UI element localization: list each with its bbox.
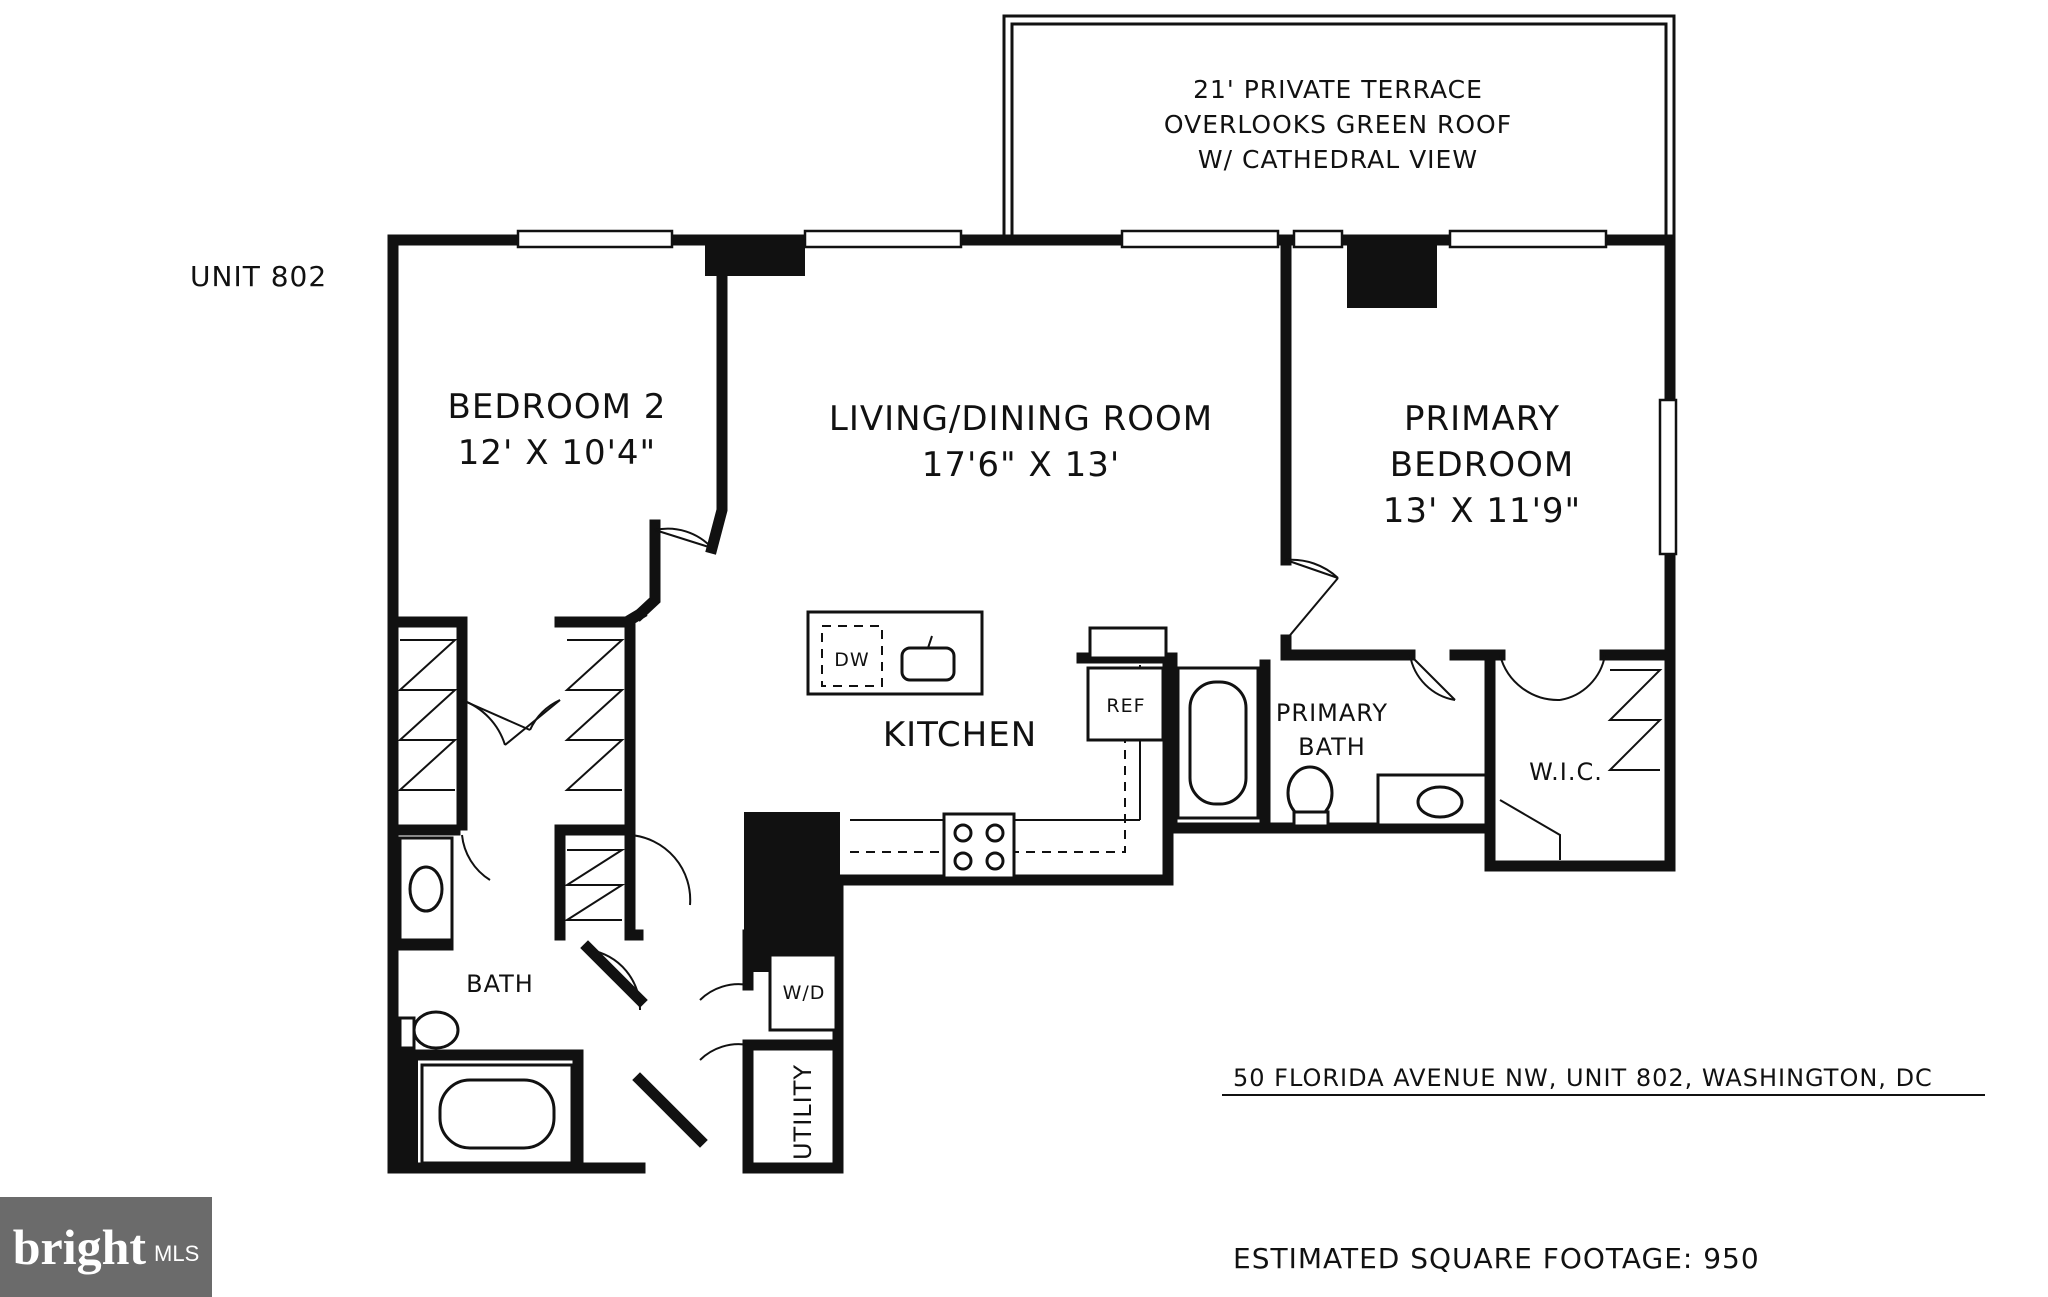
living-dims: 17'6" X 13': [922, 445, 1120, 485]
dw-name: DW: [834, 649, 869, 671]
mls-logo: bright MLS: [0, 1197, 212, 1297]
closets: [397, 639, 1663, 921]
structural-columns: [388, 240, 1437, 1168]
terrace-line-3: W/ CATHEDRAL VIEW: [1198, 145, 1478, 174]
primary-bedroom-name-2: BEDROOM: [1390, 445, 1574, 485]
kitchen-name: KITCHEN: [883, 715, 1037, 755]
ref-name: REF: [1106, 695, 1145, 717]
terrace-line-2: OVERLOOKS GREEN ROOF: [1164, 110, 1512, 139]
kitchen-counters: [850, 626, 1168, 880]
terrace-line-1: 21' PRIVATE TERRACE: [1193, 75, 1483, 104]
primary-bedroom-name-1: PRIMARY: [1404, 399, 1560, 439]
wic-name: W.I.C.: [1529, 758, 1603, 786]
square-footage: ESTIMATED SQUARE FOOTAGE: 950: [1233, 1242, 1760, 1275]
bedroom2-dims: 12' X 10'4": [458, 433, 656, 473]
terrace-outline: [1002, 14, 1676, 236]
primary-bath-fixtures: [1176, 666, 1488, 828]
utility-name: UTILITY: [789, 1064, 817, 1160]
primary-bedroom-dims: 13' X 11'9": [1383, 491, 1581, 531]
logo-suffix: MLS: [154, 1241, 200, 1266]
logo-word: bright: [12, 1219, 147, 1275]
exterior-walls: [387, 234, 1676, 1174]
bath-name: BATH: [466, 970, 534, 998]
bath-fixtures: [398, 836, 838, 1165]
windows: [516, 229, 1678, 556]
living-name: LIVING/DINING ROOM: [829, 399, 1213, 439]
unit-label: UNIT 802: [190, 260, 327, 293]
wd-name: W/D: [783, 982, 826, 1004]
interior-walls: [387, 234, 1676, 1174]
kitchen-island: [806, 610, 984, 696]
primary-bath-name-1: PRIMARY: [1276, 699, 1388, 727]
primary-bath-name-2: BATH: [1298, 733, 1366, 761]
bedroom2-name: BEDROOM 2: [448, 387, 667, 427]
address-text: 50 FLORIDA AVENUE NW, UNIT 802, WASHINGT…: [1233, 1064, 1933, 1092]
door-swings: [461, 527, 1606, 1061]
